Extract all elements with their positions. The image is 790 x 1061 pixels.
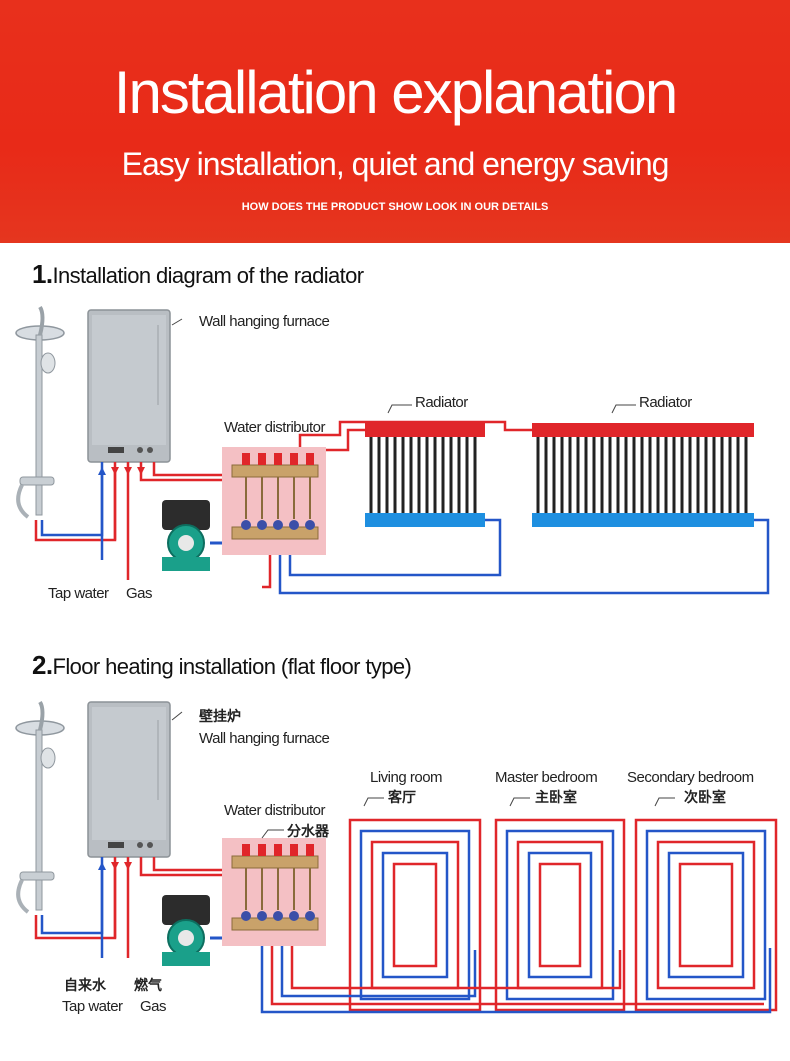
floor-heating-coils xyxy=(348,818,778,1012)
label-wall-furnace-2: Wall hanging furnace xyxy=(199,730,330,747)
water-distributor xyxy=(222,447,326,555)
label-living-room-cn: 客厅 xyxy=(387,789,416,805)
label-tap-water: Tap water xyxy=(48,585,109,602)
wall-furnace-2 xyxy=(87,701,171,858)
section2-title: Floor heating installation (flat floor t… xyxy=(52,654,412,679)
coil-loop xyxy=(494,818,626,1012)
return-valve xyxy=(257,911,267,921)
return-valve xyxy=(305,911,315,921)
shower-fixture xyxy=(15,305,65,519)
section1-title: Installation diagram of the radiator xyxy=(52,263,364,288)
return-valve xyxy=(305,520,315,530)
shower-fixture-2 xyxy=(15,700,65,914)
return-valve xyxy=(241,520,251,530)
circulation-pump-2 xyxy=(162,895,228,966)
label-radiator-right: Radiator xyxy=(639,394,692,411)
section1-heading: 1.Installation diagram of the radiator xyxy=(32,259,364,290)
heating-supply-pipe-2 xyxy=(152,462,225,477)
page-subtitle: Easy installation, quiet and energy savi… xyxy=(121,146,670,182)
coil-loop xyxy=(348,818,482,1012)
label-secondary-bedroom-cn: 次卧室 xyxy=(684,789,726,805)
return-valve xyxy=(241,911,251,921)
supply-valve xyxy=(258,453,266,465)
section2-number: 2. xyxy=(32,650,53,680)
supply-valve xyxy=(306,453,314,465)
label-gas-2: Gas xyxy=(140,998,166,1015)
coil-loop xyxy=(538,862,582,968)
return-valve xyxy=(289,520,299,530)
label-tap-water-cn: 自来水 xyxy=(64,977,107,993)
supply-valve xyxy=(290,453,298,465)
coil-loop xyxy=(656,840,756,990)
return-valve xyxy=(257,520,267,530)
coil-loop xyxy=(392,862,438,968)
supply-valve xyxy=(242,453,250,465)
tagline: HOW DOES THE PRODUCT SHOW LOOK IN OUR DE… xyxy=(241,201,549,213)
wall-furnace xyxy=(87,309,171,463)
label-furnace-cn: 壁挂炉 xyxy=(199,708,241,724)
coil-loop xyxy=(527,851,593,979)
section2-heading: 2.Floor heating installation (flat floor… xyxy=(32,650,412,681)
return-valve xyxy=(273,520,283,530)
supply-valve xyxy=(258,844,266,856)
coil-loop xyxy=(634,818,778,1012)
label-gas: Gas xyxy=(126,585,152,602)
label-radiator-left: Radiator xyxy=(415,394,468,411)
coil-loop xyxy=(381,851,449,979)
coil-loop xyxy=(678,862,734,968)
radiator-right xyxy=(532,423,754,527)
label-water-distributor: Water distributor xyxy=(224,419,325,436)
section1-number: 1. xyxy=(32,259,53,289)
label-master-bedroom: Master bedroom xyxy=(495,769,597,786)
supply-valve xyxy=(274,453,282,465)
supply-valve xyxy=(274,844,282,856)
circulation-pump xyxy=(162,500,228,571)
label-water-distributor-2: Water distributor xyxy=(224,802,325,819)
supply-valve xyxy=(306,844,314,856)
floor-heating-diagram: 壁挂炉 Wall hanging furnace Water distribut… xyxy=(15,700,778,1015)
label-wall-furnace: Wall hanging furnace xyxy=(199,313,330,330)
label-master-bedroom-cn: 主卧室 xyxy=(535,789,577,805)
supply-valve xyxy=(242,844,250,856)
coil-loop xyxy=(645,829,767,1001)
page-title: Installation explanation xyxy=(113,59,678,126)
supply-valve xyxy=(290,844,298,856)
label-gas-cn: 燃气 xyxy=(134,977,162,993)
return-valve xyxy=(289,911,299,921)
return-valve xyxy=(273,911,283,921)
coil-loop xyxy=(359,829,471,1001)
coil-loop xyxy=(505,829,615,1001)
radiator-left xyxy=(365,423,485,527)
label-distributor-cn: 分水器 xyxy=(287,823,330,839)
label-tap-water-2: Tap water xyxy=(62,998,123,1015)
water-distributor-2 xyxy=(222,838,326,946)
coil-loop xyxy=(667,851,745,979)
label-living-room: Living room xyxy=(370,769,442,786)
label-secondary-bedroom: Secondary bedroom xyxy=(627,769,754,786)
radiator-installation-diagram: Wall hanging furnace Water distributor R… xyxy=(15,305,770,602)
header-banner: Installation explanation Easy installati… xyxy=(0,0,790,243)
